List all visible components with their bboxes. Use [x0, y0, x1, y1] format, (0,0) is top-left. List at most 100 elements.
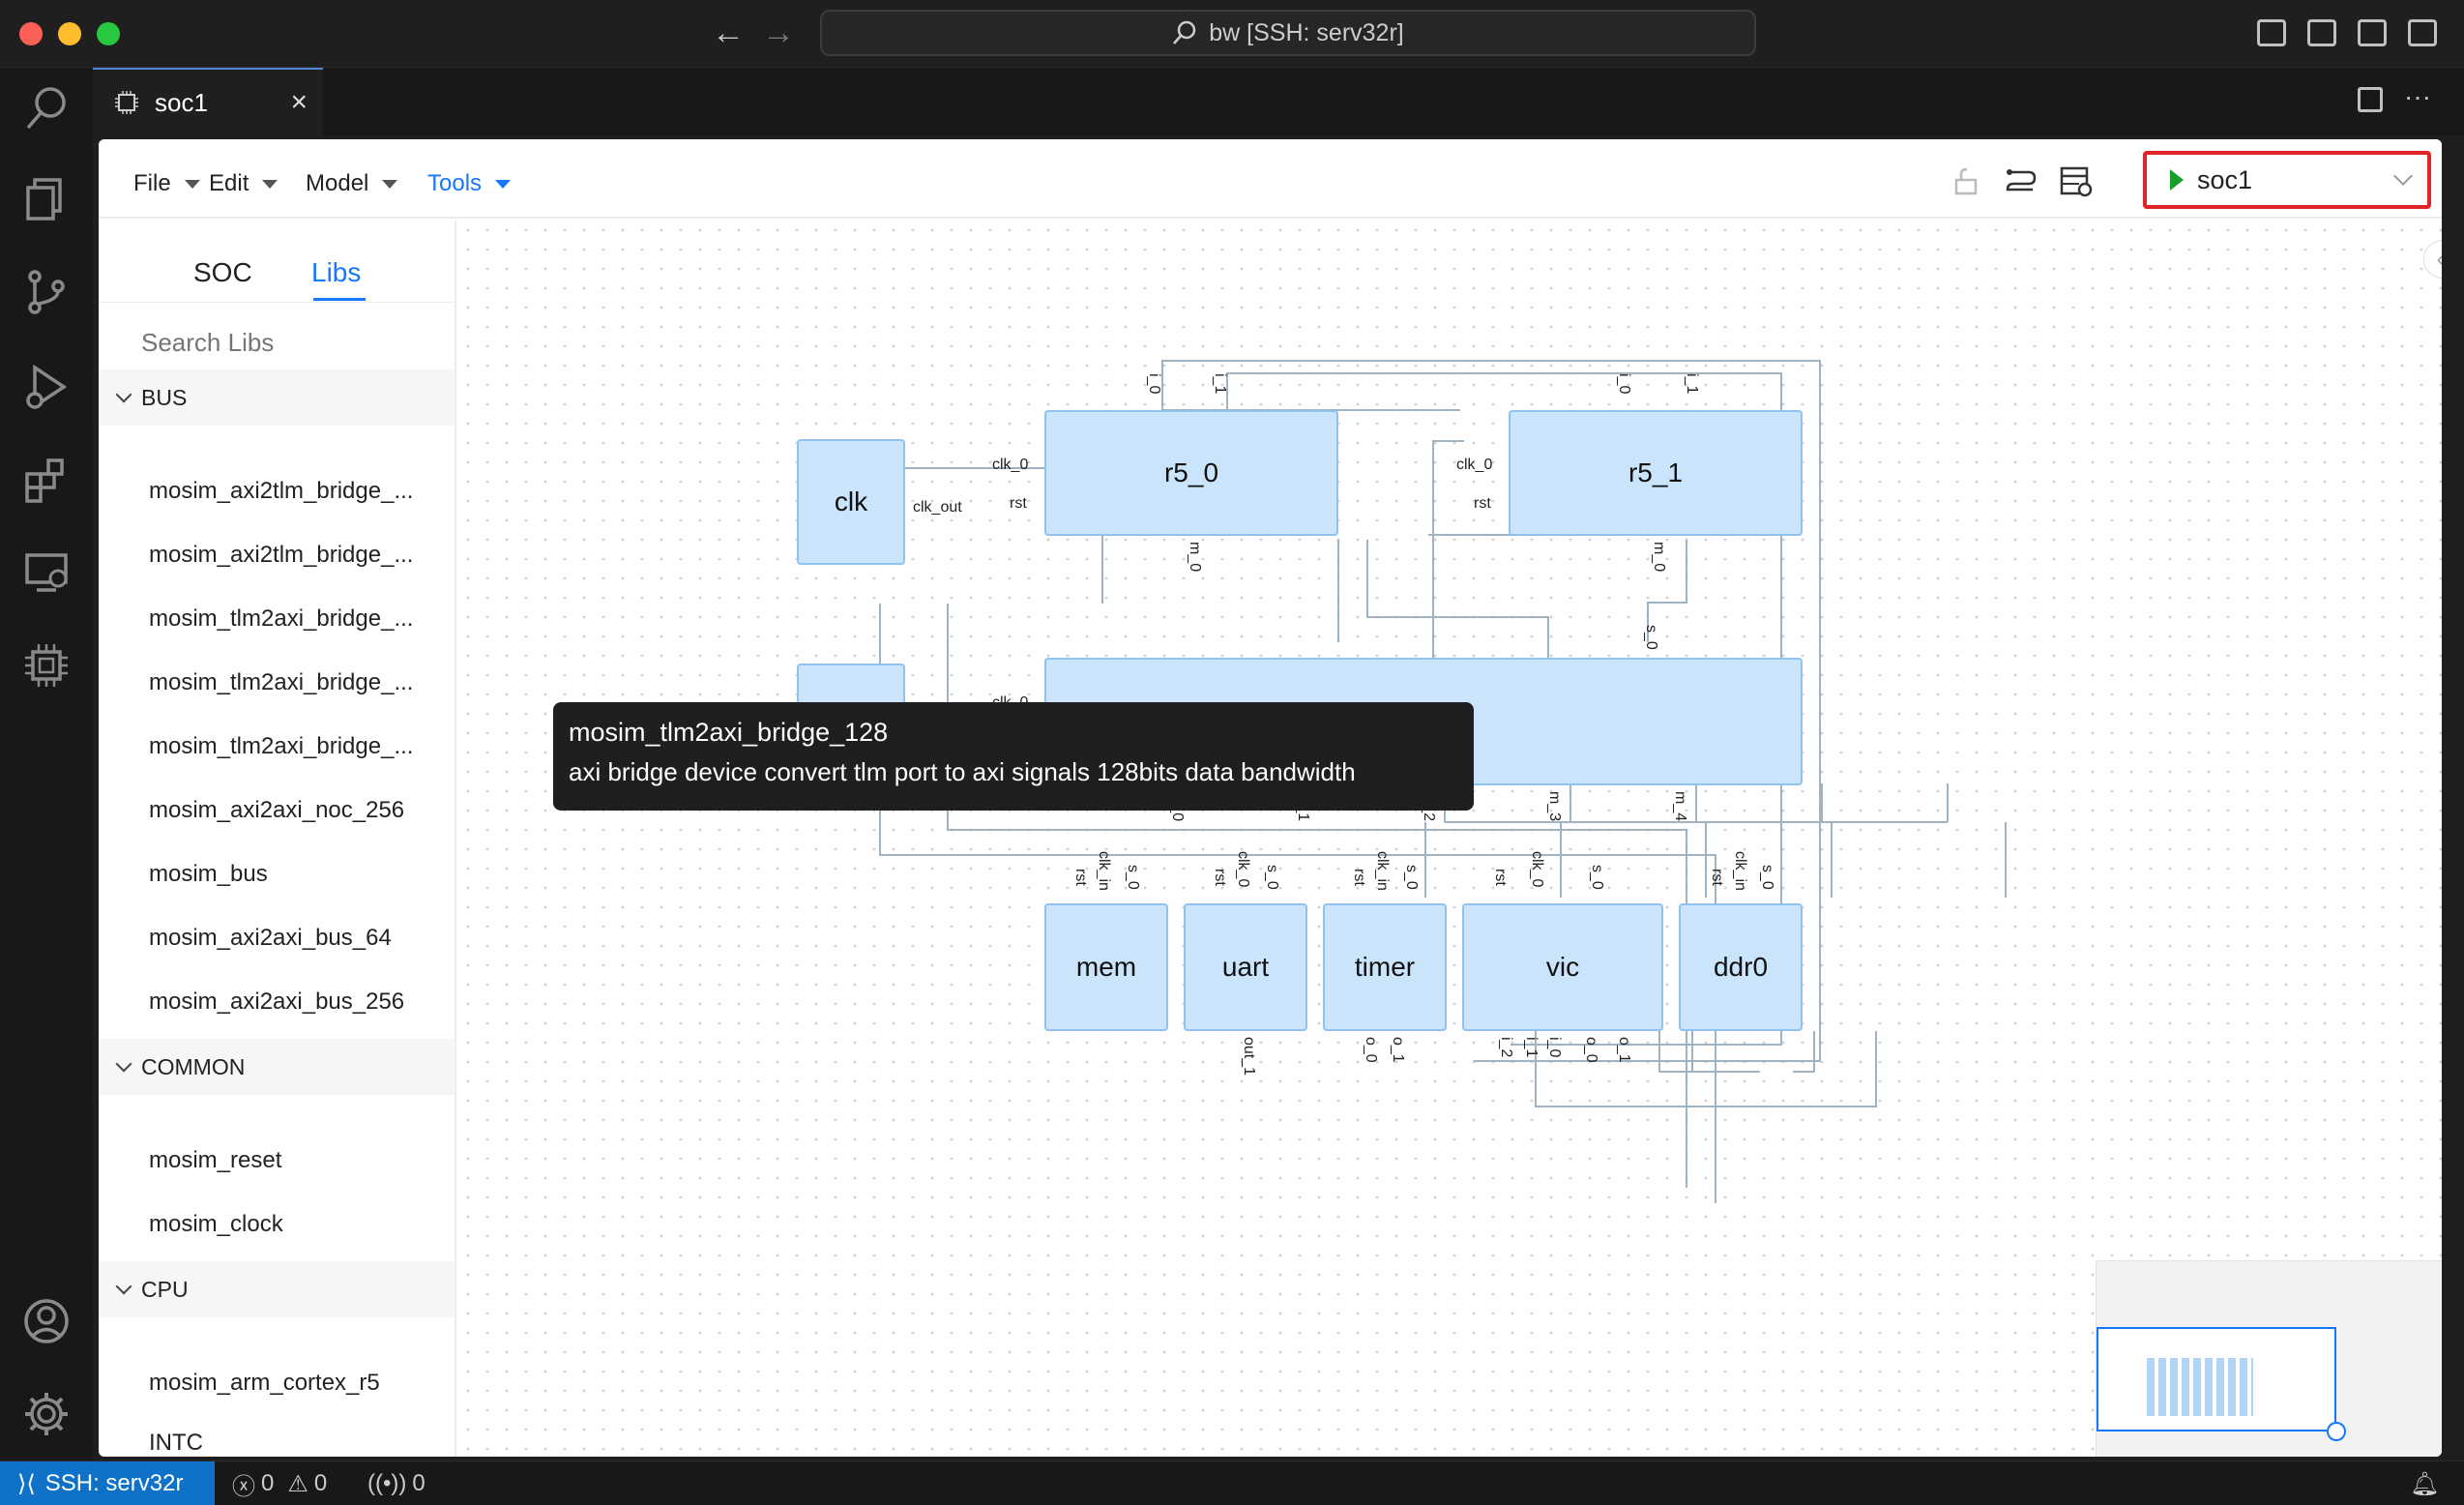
lib-item[interactable]: INTC: [149, 1430, 203, 1456]
error-count: 0: [261, 1470, 275, 1496]
model-selector[interactable]: soc1: [2143, 151, 2431, 209]
block-r5-0[interactable]: r5_0: [1044, 410, 1338, 536]
search-libs-input[interactable]: [141, 323, 431, 362]
lib-item[interactable]: mosim_arm_cortex_r5: [149, 1370, 380, 1396]
port-label: rst: [1351, 869, 1367, 886]
maximize-window-button[interactable]: [97, 22, 120, 45]
port-label: s_0: [1403, 865, 1420, 890]
tooltip-description: axi bridge device convert tlm port to ax…: [569, 757, 1356, 786]
search-icon[interactable]: [21, 83, 72, 133]
toggle-secondary-sidebar-icon[interactable]: [2358, 19, 2387, 46]
lib-item[interactable]: mosim_axi2axi_bus_64: [149, 925, 392, 951]
lib-item[interactable]: mosim_reset: [149, 1147, 282, 1173]
split-editor-icon[interactable]: [2358, 87, 2383, 112]
ports-indicator[interactable]: ((•))0: [367, 1461, 425, 1505]
lib-item[interactable]: mosim_clock: [149, 1211, 283, 1237]
library-sidebar: SOC Libs BUS mosim_axi2tlm_bridge_... mo…: [99, 221, 456, 1457]
caret-down-icon: [262, 179, 279, 189]
port-label: rst: [1709, 869, 1725, 886]
close-icon[interactable]: ×: [290, 86, 308, 118]
run-debug-icon[interactable]: [21, 362, 72, 412]
minimap[interactable]: [2096, 1260, 2442, 1457]
more-actions-icon[interactable]: ···: [2404, 81, 2431, 111]
lib-item[interactable]: mosim_tlm2axi_bridge_...: [149, 669, 414, 695]
lib-item[interactable]: mosim_axi2tlm_bridge_...: [149, 478, 414, 504]
customize-layout-icon[interactable]: [2408, 19, 2437, 46]
remote-indicator[interactable]: ⟩⟨ SSH: serv32r: [0, 1461, 215, 1505]
menu-edit[interactable]: Edit: [209, 170, 279, 197]
tooltip-title: mosim_tlm2axi_bridge_128: [569, 718, 889, 747]
port-label: clk_in: [1732, 851, 1748, 891]
port-label: s_0: [1264, 865, 1280, 890]
play-icon[interactable]: [2170, 169, 2184, 191]
active-tab-indicator: [313, 298, 366, 301]
port-label: rst: [1492, 869, 1509, 886]
port-label: i_0: [1546, 1037, 1563, 1058]
port-label: i_0: [1616, 373, 1632, 395]
account-icon[interactable]: [21, 1296, 72, 1346]
explorer-icon[interactable]: [21, 174, 72, 224]
menu-tools[interactable]: Tools: [427, 170, 512, 197]
section-common[interactable]: COMMON: [99, 1039, 455, 1095]
port-label: clk_in: [1374, 851, 1391, 891]
route-icon[interactable]: [2006, 166, 2037, 195]
section-cpu[interactable]: CPU: [99, 1261, 455, 1317]
activity-bar: [0, 68, 93, 1461]
block-r5-1[interactable]: r5_1: [1509, 410, 1803, 536]
block-vic[interactable]: vic: [1462, 903, 1663, 1031]
port-label: s_0: [1125, 865, 1141, 890]
block-clk[interactable]: clk: [797, 439, 905, 565]
lib-item[interactable]: mosim_axi2tlm_bridge_...: [149, 542, 414, 568]
block-uart[interactable]: uart: [1184, 903, 1307, 1031]
diagram-canvas[interactable]: clk rst r5_0 r5_1 bus mem uart timer vic…: [458, 221, 2442, 1457]
warning-count: 0: [313, 1470, 328, 1496]
block-ddr0[interactable]: ddr0: [1679, 903, 1803, 1031]
lib-item[interactable]: mosim_bus: [149, 861, 268, 887]
back-arrow-icon[interactable]: ←: [712, 15, 745, 51]
chevron-down-icon: [2393, 166, 2413, 186]
section-bus[interactable]: BUS: [99, 369, 455, 426]
lib-item[interactable]: mosim_tlm2axi_bridge_...: [149, 605, 414, 632]
remote-explorer-icon[interactable]: [21, 547, 72, 598]
gear-icon[interactable]: [21, 1389, 72, 1439]
port-label: m_4: [1672, 791, 1688, 822]
table-settings-icon[interactable]: [2060, 166, 2093, 197]
menu-model[interactable]: Model: [306, 170, 398, 197]
extensions-icon[interactable]: [21, 455, 72, 505]
caret-down-icon: [184, 179, 200, 189]
port-label: clk_in: [1096, 851, 1112, 891]
tab-soc1[interactable]: soc1 ×: [93, 68, 323, 135]
menu-model-label: Model: [306, 170, 369, 196]
source-control-icon[interactable]: [21, 267, 72, 317]
block-mem[interactable]: mem: [1044, 903, 1168, 1031]
notifications-bell-icon[interactable]: 🔔︎: [2410, 1470, 2440, 1497]
lib-item[interactable]: mosim_tlm2axi_bridge_...: [149, 733, 414, 759]
port-label: s_0: [1759, 865, 1775, 890]
unlock-icon[interactable]: [1951, 166, 1980, 195]
minimap-handle[interactable]: [2327, 1422, 2346, 1441]
block-timer[interactable]: timer: [1323, 903, 1447, 1031]
lib-item[interactable]: mosim_axi2axi_noc_256: [149, 797, 405, 823]
port-label: out_1: [1241, 1037, 1257, 1077]
toggle-primary-sidebar-icon[interactable]: [2257, 19, 2286, 46]
chip-icon[interactable]: [21, 640, 72, 691]
editor-tab-bar: soc1 × ···: [93, 68, 2464, 135]
model-selector-value: soc1: [2197, 164, 2253, 194]
chevron-down-icon: [115, 386, 132, 403]
close-window-button[interactable]: [19, 22, 43, 45]
port-label: clk_0: [992, 457, 1029, 473]
tab-libs[interactable]: Libs: [311, 257, 362, 287]
forward-arrow-icon[interactable]: →: [762, 15, 795, 51]
caret-down-icon: [382, 179, 398, 189]
menu-file-label: File: [133, 170, 171, 196]
tab-soc[interactable]: SOC: [193, 257, 252, 287]
lib-item[interactable]: mosim_axi2axi_bus_256: [149, 989, 405, 1015]
minimize-window-button[interactable]: [58, 22, 81, 45]
chip-icon: [115, 91, 138, 114]
toggle-panel-icon[interactable]: [2307, 19, 2336, 46]
port-label: i_1: [1684, 373, 1700, 395]
menu-file[interactable]: File: [133, 170, 200, 197]
command-center[interactable]: bw [SSH: serv32r]: [820, 10, 1756, 56]
